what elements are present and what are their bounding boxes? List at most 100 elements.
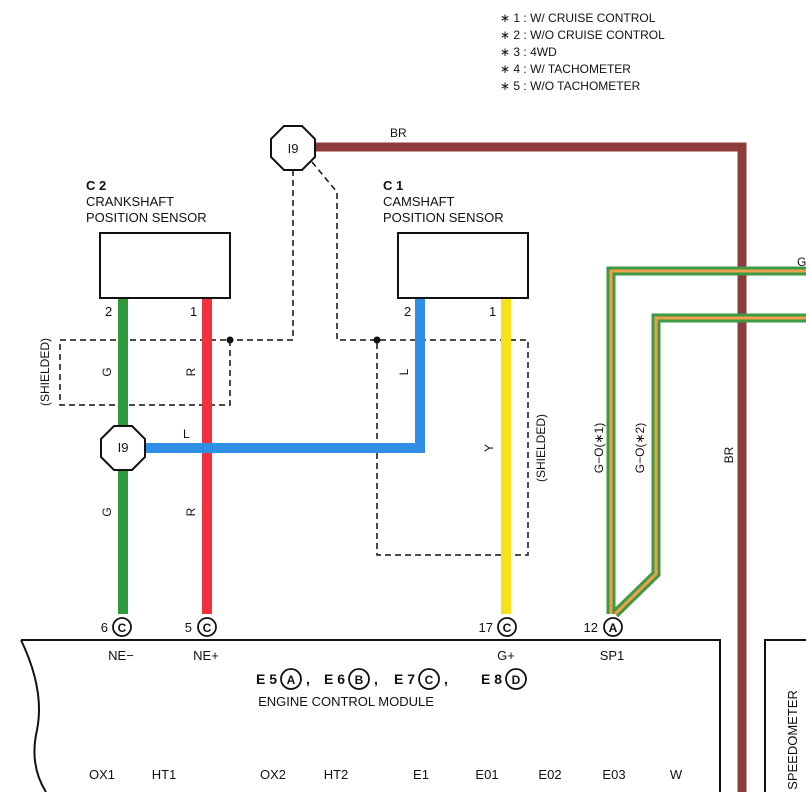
sensor-c1-box	[397, 232, 529, 299]
shield-splice-right	[373, 336, 381, 344]
pin-num: 12	[584, 620, 598, 635]
sensor-c1-line2: POSITION SENSOR	[383, 210, 504, 225]
speedometer-label: SPEEDOMETER	[785, 690, 800, 790]
ecm-conn-sep-3: ,	[444, 671, 448, 687]
sensor-c1-pin-2: 2	[404, 304, 411, 319]
note-3: ∗ 3 : 4WD	[500, 45, 557, 59]
shield-splice-left	[226, 336, 234, 344]
shield-drain-right	[311, 161, 529, 556]
wire-label-br-top: BR	[390, 126, 407, 140]
ecm-pin-sp1: 12 A SP1	[584, 617, 625, 663]
wire-label-go2: G−O(∗2)	[633, 423, 647, 473]
ecm-conn-letter-4: D	[512, 673, 521, 687]
ecm-conn-code-1: E 5	[256, 671, 277, 687]
pin-name: NE+	[193, 648, 219, 663]
ecm-conn-code-3: E 7	[394, 671, 415, 687]
ecm-conn-letter-2: B	[355, 673, 364, 687]
ecm-conn-circle-2	[348, 668, 370, 690]
ecm-terminal: E03	[602, 767, 625, 782]
wire-label-l-horizontal: L	[183, 427, 190, 441]
wire-label-r-upper: R	[184, 367, 198, 376]
wire-label-l-vertical: L	[397, 368, 411, 375]
pin-circle	[603, 617, 623, 637]
shield-drain-left	[230, 160, 294, 341]
ecm-conn-circle-3	[418, 668, 440, 690]
shield-outlines	[59, 160, 529, 556]
ecm-pin-ne-minus: 6 C NE−	[101, 617, 134, 663]
shield-label-right: (SHIELDED)	[534, 414, 548, 482]
notes-legend: ∗ 1 : W/ CRUISE CONTROL ∗ 2 : W/O CRUISE…	[500, 11, 665, 93]
ecm-conn-letter-3: C	[425, 673, 434, 687]
connector-i9-top: I9	[270, 125, 316, 171]
ecm-conn-code-2: E 6	[324, 671, 345, 687]
sensor-c2-line2: POSITION SENSOR	[86, 210, 207, 225]
note-1: ∗ 1 : W/ CRUISE CONTROL	[500, 11, 656, 25]
ecm-conn-code-4: E 8	[481, 671, 502, 687]
wire-label-y: Y	[482, 444, 496, 452]
sensor-c2-line1: CRANKSHAFT	[86, 194, 174, 209]
connector-i9-left-label: I9	[118, 440, 129, 455]
note-5: ∗ 5 : W/O TACHOMETER	[500, 79, 641, 93]
sensor-c2-code: C 2	[86, 178, 106, 193]
wire-go-1	[606, 266, 806, 614]
wire-br: BR BR	[312, 126, 747, 792]
pin-letter: C	[503, 621, 512, 635]
ecm-terminal: E02	[538, 767, 561, 782]
ecm-conn-sep-2: ,	[374, 671, 378, 687]
pin-circle	[112, 617, 132, 637]
ecm-pin-ne-plus: 5 C NE+	[185, 617, 219, 663]
ecm-conn-letter-1: A	[287, 673, 296, 687]
wire-y: Y	[482, 298, 511, 614]
wire-label-go1: G−O(∗1)	[592, 423, 606, 473]
ecm-name: ENGINE CONTROL MODULE	[258, 694, 434, 709]
pin-circle	[497, 617, 517, 637]
sensor-c1-code: C 1	[383, 178, 403, 193]
wire-label-r-lower: R	[184, 507, 198, 516]
ecm-terminal: HT2	[324, 767, 349, 782]
ecm-outline	[20, 639, 721, 792]
ecm-pin-g-plus: 17 C G+	[479, 617, 517, 663]
connector-i9-top-label: I9	[288, 141, 299, 156]
ecm-terminal: E1	[413, 767, 429, 782]
pin-letter: A	[609, 621, 618, 635]
ecm-terminal: E01	[475, 767, 498, 782]
sensor-c2-pin-2: 2	[105, 304, 112, 319]
ecm-connector-codes: E 5 A , E 6 B , E 7 C , E 8 D	[256, 668, 527, 690]
wire-label-g-lower: G	[100, 507, 114, 516]
ecm-conn-circle-1	[280, 668, 302, 690]
connector-i9-left: I9	[100, 425, 146, 471]
pin-name: G+	[497, 648, 515, 663]
ecm-conn-sep-1: ,	[306, 671, 310, 687]
sensor-c1-pin-1: 1	[489, 304, 496, 319]
pin-num: 6	[101, 620, 108, 635]
camshaft-position-sensor: C 1 CAMSHAFT POSITION SENSOR 2 1	[383, 178, 529, 319]
ecm-terminal: OX1	[89, 767, 115, 782]
wire-br-path	[312, 142, 747, 792]
wire-l: L L	[146, 298, 425, 453]
pin-name: SP1	[600, 648, 625, 663]
pin-letter: C	[203, 621, 212, 635]
crankshaft-position-sensor: C 2 CRANKSHAFT POSITION SENSOR 2 1	[86, 178, 231, 319]
sensor-c2-pin-1: 1	[190, 304, 197, 319]
wire-label-g-right: G	[797, 255, 806, 269]
wire-r: R R	[184, 298, 212, 614]
wire-label-g-upper: G	[100, 367, 114, 376]
shield-label-left: (SHIELDED)	[38, 338, 52, 406]
note-4: ∗ 4 : W/ TACHOMETER	[500, 62, 631, 76]
wire-go-2	[611, 313, 806, 618]
pin-num: 17	[479, 620, 493, 635]
pin-num: 5	[185, 620, 192, 635]
ecm-bottom-terminals: OX1 HT1 OX2 HT2 E1 E01 E02 E03 W	[89, 767, 683, 782]
pin-name: NE−	[108, 648, 134, 663]
pin-letter: C	[118, 621, 127, 635]
pin-circle	[197, 617, 217, 637]
speedometer-outline	[764, 639, 806, 792]
ecm-terminal: W	[670, 767, 683, 782]
ecm-terminal: OX2	[260, 767, 286, 782]
ecm-terminal: HT1	[152, 767, 177, 782]
shield-box-crankshaft	[59, 339, 231, 406]
note-2: ∗ 2 : W/O CRUISE CONTROL	[500, 28, 665, 42]
sensor-c2-box	[99, 232, 231, 299]
ecm-conn-circle-4	[505, 668, 527, 690]
